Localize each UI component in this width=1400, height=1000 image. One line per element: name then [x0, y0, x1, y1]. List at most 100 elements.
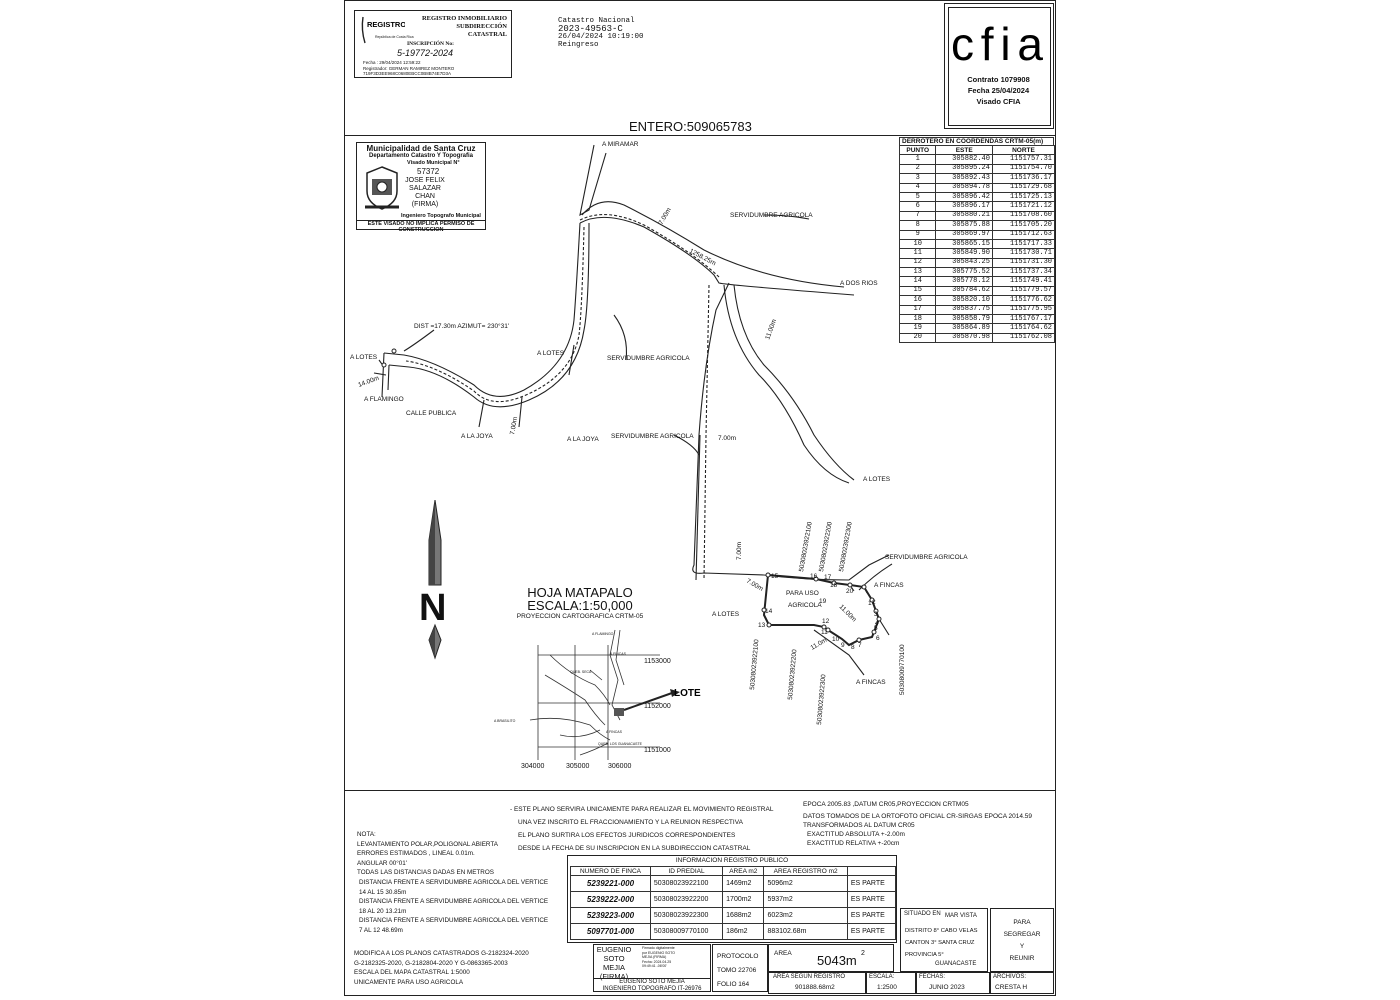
- reg-th-area: AREA m2: [722, 866, 765, 876]
- cfia-contrato: Contrato 1079908: [967, 75, 1030, 84]
- catastro-stamp: Catastro Nacional 2023-49563-C 26/04/202…: [558, 17, 644, 49]
- hoja-title: HOJA MATAPALO: [527, 585, 633, 600]
- reg-area: 186m2: [722, 923, 765, 940]
- firma-titulo: INGENIERO TOPOGRAFO IT-26976: [602, 986, 702, 992]
- firma-digital1: Firmado digitalmente: [642, 946, 675, 950]
- fechas-value: JUNIO 2023: [929, 984, 965, 991]
- registro-registrador: Registrador: GERMAN RAMIREZ MONTERO: [363, 65, 455, 71]
- fechas-label: FECHAS:: [919, 974, 946, 980]
- label-a-la-joya-1: A LA JOYA: [461, 433, 493, 440]
- svg-text:1: 1: [868, 600, 872, 607]
- label-dist-11-2: 11.00m: [838, 603, 858, 623]
- protocolo-label: PROTOCOLO: [717, 953, 759, 960]
- area-registro-value: 901888.68m2: [795, 984, 835, 991]
- header-divider: [344, 135, 1056, 136]
- firma-n3: (FIRMA): [599, 972, 629, 981]
- coord-table-title: DERROTERO EN COORDENDAS CRTM-05(m): [899, 137, 1054, 145]
- label-serv-agricola-1: SERVIDUMBRE AGRICOLA: [730, 212, 813, 219]
- notes-right-4: EXACTITUD ABSOLUTA +-2.00m: [807, 831, 905, 838]
- nota-line-3: ANGULAR 00°01': [357, 859, 407, 867]
- loc-small-5: QUEB. LOS GUANACASTE: [598, 742, 643, 746]
- cfia-visado: Visado CFIA: [976, 97, 1021, 106]
- label-agricola: AGRICOLA: [788, 602, 822, 609]
- situado-box: SITUADO EN MAR VISTA DISTRITO 8° CABO VE…: [900, 908, 988, 972]
- footer-divider: [344, 790, 1056, 791]
- svg-text:19: 19: [819, 598, 827, 605]
- situado-provincia: PROVINCIA 5°: [905, 952, 944, 958]
- reg-finca: 5239222-000: [570, 891, 651, 908]
- notes-center-4: DESDE LA FECHA DE SU INSCRIPCION EN LA S…: [518, 845, 751, 852]
- label-dist-7-5: 7.00m: [745, 578, 764, 593]
- plan-sheet: [344, 0, 1056, 996]
- firma-box: EUGENIO SOTO MEJIA (FIRMA) Firmado digit…: [593, 944, 711, 992]
- fechas-box: FECHAS: JUNIO 2023: [916, 972, 990, 994]
- loc-x2: 305000: [566, 763, 589, 770]
- svg-text:5: 5: [874, 625, 878, 632]
- muni-firma: (FIRMA): [411, 201, 439, 208]
- label-serv-agricola-2: SERVIDUMBRE AGRICOLA: [607, 355, 690, 362]
- registro-logo: REGISTRO NACIONAL: [359, 15, 448, 45]
- notes-right-5: EXACTITUD RELATIVA +-20cm: [807, 840, 900, 847]
- svg-text:10: 10: [832, 636, 840, 643]
- svg-text:7: 7: [858, 642, 862, 649]
- nota-title: NOTA:: [357, 831, 376, 838]
- north-arrow-icon: [412, 499, 458, 660]
- notes-right: EPOCA 2005.83 ,DATUM CR05,PROYECCION CRT…: [803, 800, 1032, 848]
- situado-prov-nombre: GUANACASTE: [935, 961, 977, 967]
- registro-inscripcion-label: INSCRIPCIÓN No:: [407, 41, 454, 47]
- reg-area-registro: 5096m2: [763, 875, 848, 892]
- label-id7: 50308023922300: [816, 674, 827, 725]
- nota-line-10: 7 AL 12 48.69m: [359, 926, 403, 934]
- muni-title: Municipalidad de Santa Cruz: [366, 144, 476, 153]
- reg-id: 50308023922200: [649, 891, 724, 908]
- registro-line3: CATASTRAL: [467, 31, 507, 38]
- catastro-line1: Catastro Nacional: [558, 17, 635, 25]
- muni-crest-icon: [363, 165, 401, 211]
- para-l3: Y: [1019, 943, 1025, 950]
- registro-logo-text: REGISTRO NACIONAL: [367, 20, 405, 29]
- reg-es-parte: ES PARTE: [846, 875, 897, 892]
- svg-text:13: 13: [758, 622, 766, 629]
- label-a-lotes-3: A LOTES: [863, 476, 891, 483]
- label-a-flamingo: A FLAMINGO: [364, 396, 404, 403]
- loc-small-6: A FINCAS: [610, 652, 627, 656]
- nota-line-5: DISTANCIA FRENTE A SERVIDUMBRE AGRICOLA …: [359, 878, 549, 886]
- reg-th-blank: [846, 866, 897, 876]
- archivos-box: ARCHIVOS: CRESTA H: [990, 972, 1054, 994]
- nota-line-2: ERRORES ESTIMADOS , LINEAL 0.01m.: [357, 850, 475, 858]
- coord-punto: 20: [898, 332, 937, 344]
- area-box: AREA 5043m 2: [768, 944, 894, 972]
- protocolo-box: PROTOCOLO TOMO 22706 FOLIO 164: [712, 944, 768, 992]
- registro-hash: 719F3D3EE968C0680EBCC0B8B74E7D3A: [363, 71, 452, 76]
- coord-este: 305870.98: [935, 332, 993, 344]
- cfia-stamp: cfia Contrato 1079908 Fecha 25/04/2024 V…: [944, 3, 1054, 129]
- label-a-fincas-2: A FINCAS: [856, 679, 886, 686]
- notes-right-1: EPOCA 2005.83 ,DATUM CR05,PROYECCION CRT…: [803, 801, 969, 808]
- situado-distrito: DISTRITO 8° CABO VELAS: [905, 928, 978, 934]
- registro-line1: REGISTRO INMOBILIARIO: [421, 15, 507, 22]
- para-l1: PARA: [1013, 919, 1031, 926]
- situado-canton: CANTON 3° SANTA CRUZ: [905, 940, 975, 946]
- location-map: A FLAMINGO QUEB. SECA A BRASILITO A FINC…: [494, 629, 701, 770]
- hoja-proyeccion: PROYECCION CARTOGRAFICA CRTM-05: [516, 613, 644, 620]
- catastro-line3: 26/04/2024 10:19:00: [558, 33, 644, 41]
- situado-lugar: MAR VISTA: [945, 913, 977, 919]
- muni-nombre1: JOSE FELIX: [405, 177, 445, 184]
- label-a-la-joya-2: A LA JOYA: [567, 436, 599, 443]
- registro-inscripcion-num: 5-19772-2024: [397, 48, 454, 58]
- reg-es-parte: ES PARTE: [846, 923, 897, 940]
- cfia-logo: cfia: [951, 16, 1051, 70]
- hoja-escala: ESCALA:1:50,000: [527, 598, 633, 613]
- label-serv-agricola-3: SERVIDUMBRE AGRICOLA: [611, 433, 694, 440]
- para-l2: SEGREGAR: [1003, 931, 1041, 938]
- reg-finca: 5239223-000: [570, 907, 651, 924]
- coord-table-wrap: DERROTERO EN COORDENDAS CRTM-05(m) PUNTO…: [898, 137, 1056, 344]
- notes-right-2: DATOS TOMADOS DE LA ORTOFOTO OFICIAL CR-…: [803, 813, 1033, 820]
- nota-line-4: TODAS LAS DISTANCIAS DADAS EN METROS: [357, 869, 494, 877]
- info-registro-title: INFORMACION REGISTRO PUBLICO: [675, 857, 789, 864]
